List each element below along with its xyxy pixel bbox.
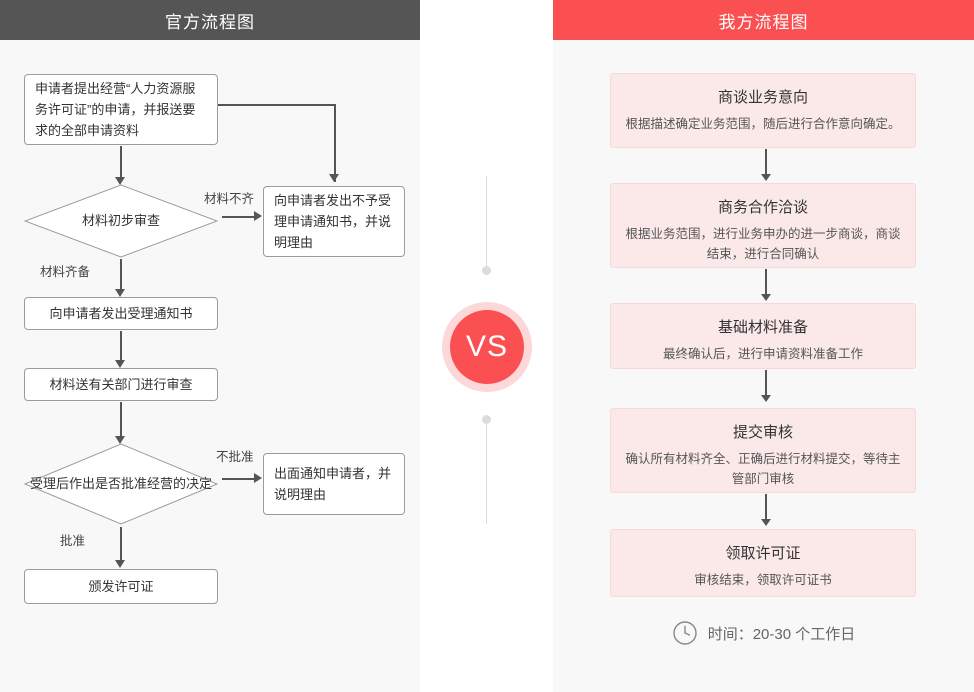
edge-label-incomplete: 材料不齐 [204,192,255,206]
connector-firstreview-to-acceptnotice [115,259,126,297]
connector-firstreview-to-rejectnotice [222,211,262,222]
connector-step-4-to-5 [761,494,771,527]
connector-decision-to-denynotice [222,473,262,484]
official-panel-header: 官方流程图 [0,0,420,40]
flow-decision-approval: 受理后作出是否批准经营的决定 [24,443,218,525]
connector-apply-to-firstreview [115,146,126,185]
step-card-2: 商务合作洽谈 根据业务范围，进行业务申办的进一步商谈，商谈结束，进行合同确认 [610,183,916,268]
flow-node-issue-license: 颁发许可证 [24,569,218,604]
flow-node-apply-label: 申请者提出经营“人力资源服务许可证”的申请，并报送要求的全部申请资料 [35,81,196,138]
divider-dot-top [482,266,491,275]
versus-badge: VS [442,302,532,392]
official-flowchart: 申请者提出经营“人力资源服务许可证”的申请，并报送要求的全部申请资料 材料初 [0,0,420,692]
ours-step-list: 商谈业务意向 根据描述确定业务范围，随后进行合作意向确定。 商务合作洽谈 根据业… [553,0,974,692]
flow-node-send-review: 材料送有关部门进行审查 [24,368,218,401]
ours-panel-header: 我方流程图 [553,0,974,40]
divider-line-bottom [486,424,487,524]
step-card-2-title: 商务合作洽谈 [717,199,808,216]
flow-node-reject-notice-label: 向申请者发出不予受理申请通知书，并说明理由 [274,193,392,250]
step-card-5-desc: 审核结束，领取许可证书 [694,573,832,587]
step-card-4: 提交审核 确认所有材料齐全、正确后进行材料提交，等待主管部门审核 [610,408,916,493]
connector-acceptnotice-to-sendreview [115,331,126,368]
flow-node-apply: 申请者提出经营“人力资源服务许可证”的申请，并报送要求的全部申请资料 [24,74,218,145]
versus-badge-core: VS [450,310,524,384]
flow-node-issue-license-label: 颁发许可证 [88,579,154,594]
ours-panel-title: 我方流程图 [718,12,809,32]
step-card-3-desc: 最终确认后，进行申请资料准备工作 [662,347,863,361]
step-card-5: 领取许可证 审核结束，领取许可证书 [610,529,916,597]
flow-node-send-review-label: 材料送有关部门进行审查 [49,377,193,392]
versus-divider: VS [420,0,553,692]
clock-icon [672,620,698,646]
step-card-3: 基础材料准备 最终确认后，进行申请资料准备工作 [610,303,916,369]
connector-step-3-to-4 [761,370,771,403]
divider-line-top [486,176,487,268]
flow-decision-approval-label: 受理后作出是否批准经营的决定 [29,476,212,491]
connector-step-1-to-2 [761,149,771,182]
flow-node-reject-notice: 向申请者发出不予受理申请通知书，并说明理由 [263,186,405,257]
step-card-5-title: 领取许可证 [725,545,801,562]
connector-arrowhead-rejectnotice [329,174,340,186]
step-card-3-title: 基础材料准备 [717,319,808,336]
official-panel: 官方流程图 申请者提出经营“人力资源服务许可证”的申请，并报送要求的全部申请资料 [0,0,420,692]
divider-dot-bottom [482,415,491,424]
connector-step-2-to-3 [761,269,771,302]
duration-text: 时间：20-30 个工作日 [707,625,856,643]
versus-label: VS [465,330,509,363]
connector-apply-to-rejectnotice [218,104,338,192]
diamond-shape [24,184,218,258]
flow-node-accept-notice: 向申请者发出受理通知书 [24,297,218,330]
clock-icon-svg [673,621,697,645]
edge-label-approved: 批准 [60,534,86,548]
flow-decision-first-review-label: 材料初步审查 [81,213,160,228]
flow-node-deny-notice-label: 出面通知申请者，并说明理由 [274,466,392,502]
flow-node-deny-notice: 出面通知申请者，并说明理由 [263,453,405,515]
step-card-2-desc: 根据业务范围，进行业务申办的进一步商谈，商谈结束，进行合同确认 [625,227,901,261]
edge-label-not-approved: 不批准 [216,450,254,464]
step-card-1-desc: 根据描述确定业务范围，随后进行合作意向确定。 [625,117,901,131]
step-card-4-desc: 确认所有材料齐全、正确后进行材料提交，等待主管部门审核 [625,452,901,486]
step-card-1-title: 商谈业务意向 [717,89,808,106]
diamond-shape [24,443,218,525]
official-panel-title: 官方流程图 [165,12,255,32]
edge-label-complete: 材料齐备 [40,265,91,279]
connector-decision-to-issue [115,527,126,568]
step-card-4-title: 提交审核 [732,424,793,441]
flow-decision-first-review: 材料初步审查 [24,184,218,258]
step-card-1: 商谈业务意向 根据描述确定业务范围，随后进行合作意向确定。 [610,73,916,148]
flow-node-accept-notice-label: 向申请者发出受理通知书 [49,306,193,321]
connector-sendreview-to-decision [115,402,126,444]
duration-row: 时间：20-30 个工作日 [553,620,974,646]
